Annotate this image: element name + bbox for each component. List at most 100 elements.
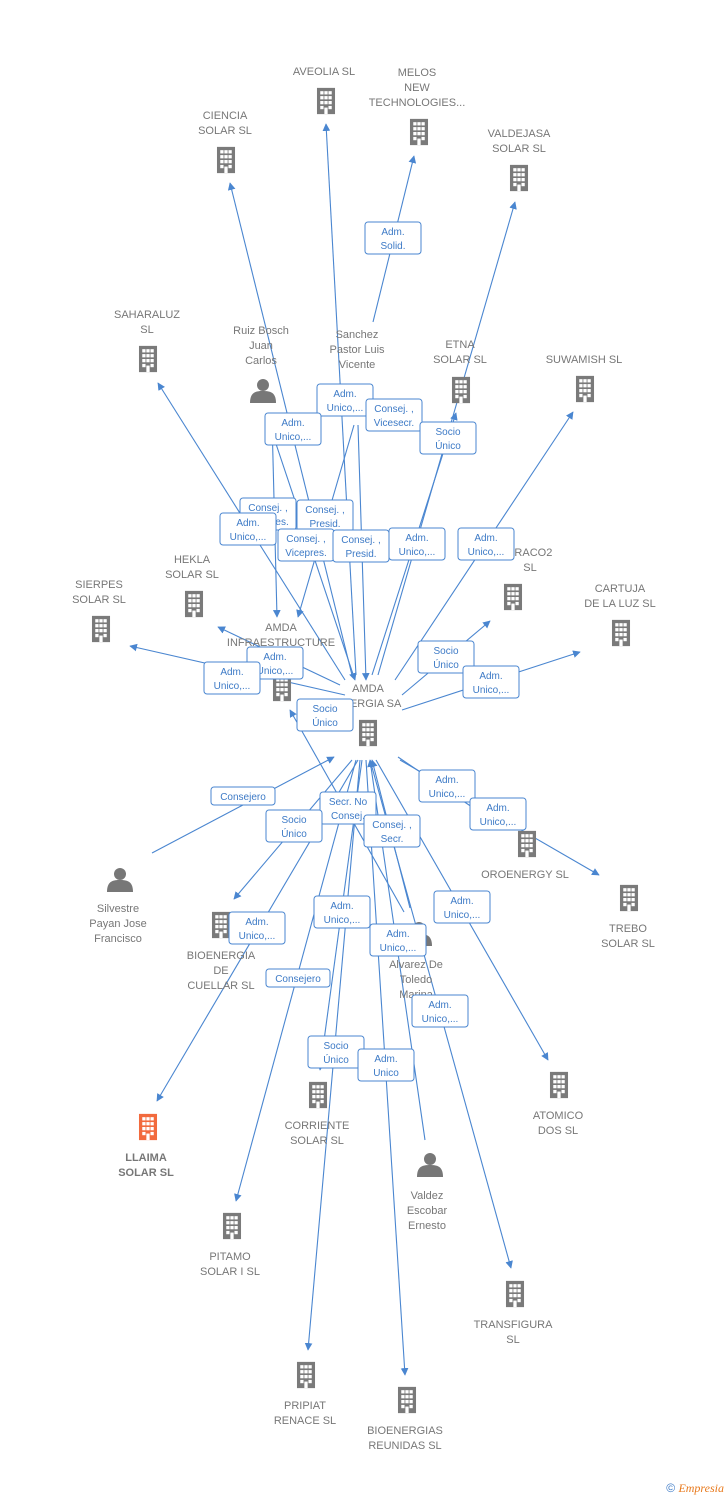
node-label-line: BIOENERGIA bbox=[187, 950, 256, 962]
edge-role-text: Consejero bbox=[275, 974, 321, 985]
company-building-icon[interactable] bbox=[451, 376, 471, 404]
company-building-icon[interactable] bbox=[308, 1081, 328, 1109]
edge-role-label-box bbox=[411, 994, 469, 1028]
edge-role-label: Consej. ,Presid. bbox=[296, 499, 354, 533]
person-icon[interactable] bbox=[250, 379, 276, 403]
person-icon[interactable] bbox=[107, 868, 133, 892]
person-icon[interactable] bbox=[417, 1153, 443, 1177]
node-label-line: SAHARALUZ bbox=[114, 309, 180, 321]
edge-role-label-box bbox=[433, 890, 491, 924]
edge-role-label-box bbox=[296, 698, 354, 732]
edge-role-text: Unico,... bbox=[480, 817, 517, 828]
company-building-icon[interactable] bbox=[509, 164, 529, 192]
edge-role-label: Adm.Unico,... bbox=[219, 512, 277, 546]
edge-role-text: Unico,... bbox=[324, 915, 361, 926]
edge-role-text: Unico,... bbox=[473, 685, 510, 696]
edge-role-text: Adm. bbox=[220, 667, 243, 678]
edge-role-label-box bbox=[265, 809, 323, 843]
company-building-icon[interactable] bbox=[211, 911, 231, 939]
node-label-line: Sanchez bbox=[336, 329, 379, 341]
node-label-line: MELOS bbox=[398, 67, 437, 79]
company-building-icon[interactable] bbox=[409, 118, 429, 146]
company-building-icon[interactable] bbox=[549, 1071, 569, 1099]
edge-role-text: Secr. No bbox=[329, 797, 368, 808]
node-label-line: TRANSFIGURA bbox=[474, 1319, 554, 1331]
node-label-line: Escobar bbox=[407, 1205, 448, 1217]
edge-role-text: Adm. bbox=[428, 1000, 451, 1011]
node-label-line: SOLAR SL bbox=[433, 354, 487, 366]
node-aveolia[interactable]: AVEOLIA SL bbox=[293, 66, 355, 115]
company-building-icon[interactable] bbox=[517, 830, 537, 858]
company-building-icon[interactable] bbox=[505, 1280, 525, 1308]
company-building-icon[interactable] bbox=[575, 375, 595, 403]
edge-role-text: Unico,... bbox=[444, 910, 481, 921]
edge-role-label-box bbox=[469, 797, 527, 831]
company-building-icon[interactable] bbox=[619, 884, 639, 912]
node-label-line: Ernesto bbox=[408, 1220, 446, 1232]
company-building-icon[interactable] bbox=[316, 87, 336, 115]
edge-role-text: Adm. bbox=[474, 533, 497, 544]
edge-role-text: Único bbox=[323, 1053, 349, 1066]
edge-role-label: Adm.Unico,... bbox=[369, 923, 427, 957]
edge-role-label: Consej. ,Secr. bbox=[363, 814, 421, 848]
edge-role-text: Vicepres. bbox=[285, 548, 327, 559]
edge-role-label-box bbox=[319, 791, 377, 825]
company-building-icon[interactable] bbox=[358, 719, 378, 747]
node-label-line: DOS SL bbox=[538, 1125, 578, 1137]
brand-logo-text[interactable]: Empresia bbox=[678, 1481, 724, 1495]
node-label-line: TREBO bbox=[609, 923, 647, 935]
node-transfigura[interactable]: TRANSFIGURA SL bbox=[474, 1280, 554, 1346]
node-label-line: PITAMO bbox=[209, 1251, 251, 1263]
node-label-line: Payan Jose bbox=[89, 918, 146, 930]
edge-role-label-box bbox=[363, 814, 421, 848]
node-label-line: AMDA bbox=[352, 683, 384, 695]
edge-role-text: Único bbox=[281, 827, 307, 840]
node-suwamish[interactable]: SUWAMISH SL bbox=[546, 354, 623, 403]
edge-role-label-box bbox=[419, 421, 477, 455]
company-building-icon[interactable] bbox=[503, 583, 523, 611]
company-building-icon[interactable] bbox=[138, 345, 158, 373]
company-building-icon[interactable] bbox=[138, 1113, 158, 1141]
company-building-icon[interactable] bbox=[611, 619, 631, 647]
edge-role-label-box bbox=[369, 923, 427, 957]
node-label-line: INFRAESTRUCTURE bbox=[227, 637, 335, 649]
node-oroenergy[interactable]: OROENERGY SL bbox=[481, 830, 569, 881]
company-building-icon[interactable] bbox=[184, 590, 204, 618]
company-building-icon[interactable] bbox=[397, 1386, 417, 1414]
node-label-line: NEW bbox=[404, 82, 430, 94]
node-label-line: Pastor Luis bbox=[329, 344, 385, 356]
edge-role-label: Consej. ,Vicesecr. bbox=[365, 398, 423, 432]
company-building-icon[interactable] bbox=[222, 1212, 242, 1240]
node-label-line: SL bbox=[506, 1334, 519, 1346]
edge-role-text: Presid. bbox=[309, 519, 340, 530]
company-building-icon[interactable] bbox=[296, 1361, 316, 1389]
company-building-icon[interactable] bbox=[216, 146, 236, 174]
edge-role-text: Presid. bbox=[345, 549, 376, 560]
edge-role-text: Socio bbox=[281, 815, 306, 826]
edge-labels-layer: Adm.Solid.Adm.Unico,...Adm.Unico,...Cons… bbox=[203, 221, 527, 1082]
node-melos[interactable]: MELOSNEWTECHNOLOGIES... bbox=[369, 67, 466, 146]
edge-role-label-box bbox=[264, 412, 322, 446]
company-building-icon[interactable] bbox=[91, 615, 111, 643]
node-label-line: DE LA LUZ SL bbox=[584, 598, 656, 610]
